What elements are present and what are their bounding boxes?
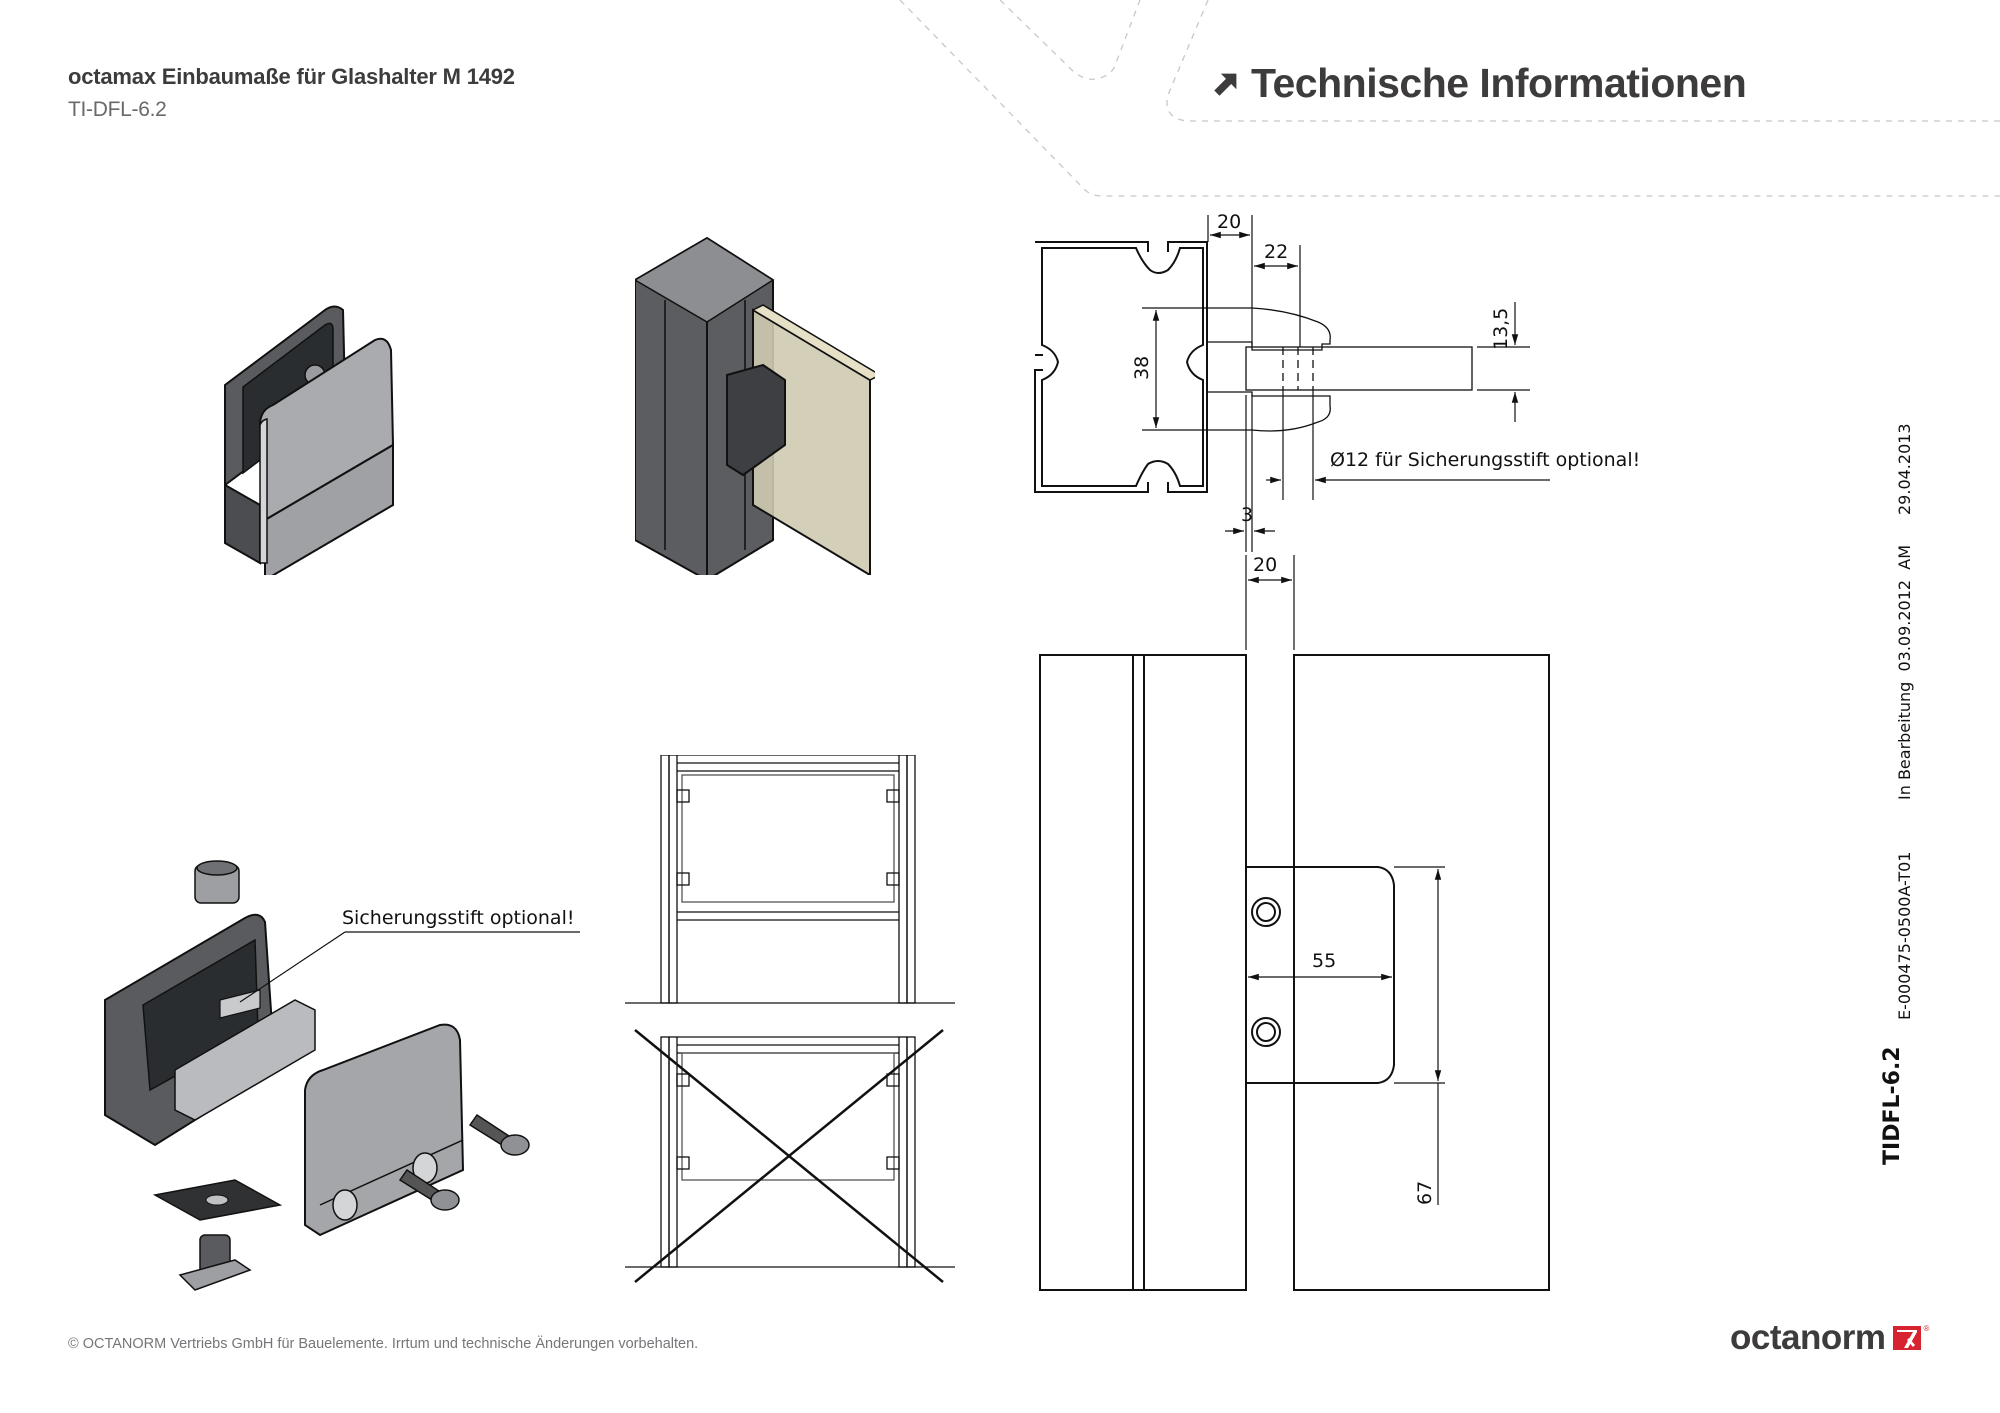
part-number: E-000475-0500A-T01 [1895,851,1914,1020]
torx-screw-icon [1251,1017,1281,1047]
exploded-view-isometric: Sicherungsstift optional! [104,860,580,1291]
logo-text: octanorm [1730,1318,1886,1357]
dim-22: 22 [1264,241,1288,263]
dim-20-bottom: 20 [1253,555,1277,576]
section-title: Technische Informationen [1213,60,1747,107]
drawing-id: TIDFL-6.2 [1880,1046,1905,1165]
dim-13-5: 13,5 [1490,308,1512,350]
octanorm-mark-icon [1893,1326,1922,1350]
section-title-text: Technische Informationen [1251,60,1747,106]
document-code: TI-DFL-6.2 [68,98,167,121]
registered-mark: ® [1923,1324,1930,1333]
torx-screw-icon [1251,897,1281,927]
railing-correct-diagram [625,755,955,1004]
dim-20-top: 20 [1217,211,1241,233]
revision-date: 29.04.2013 [1895,423,1914,515]
document-title: octamax Einbaumaße für Glashalter M 1492 [68,64,515,89]
octanorm-logo: octanorm ® [1730,1318,1929,1358]
cross-section-drawing: 20 22 38 13,5 3 Ø12 für Sicherungsstift … [1034,211,1640,552]
glass-holder-isometric [224,305,395,575]
decorative-dashed-lines [899,0,2000,197]
safety-pin-note: Ø12 für Sicherungsstift optional! [1330,449,1640,471]
exploded-callout-label: Sicherungsstift optional! [342,907,574,929]
cross-out-line [634,1029,944,1283]
dim-55: 55 [1312,950,1336,972]
front-view-drawing: 20 55 67 [1039,555,1550,1291]
status-text: In Bearbeitung 03.09.2012 AM [1895,544,1914,800]
railing-incorrect-diagram [625,1029,955,1283]
dim-67: 67 [1414,1181,1436,1205]
dim-3: 3 [1241,504,1253,526]
copyright-notice: © OCTANORM Vertriebs GmbH für Bauelement… [68,1336,699,1352]
dim-38: 38 [1131,356,1153,380]
arrow-up-right-icon [1214,73,1237,96]
post-with-glass-isometric [635,236,875,575]
